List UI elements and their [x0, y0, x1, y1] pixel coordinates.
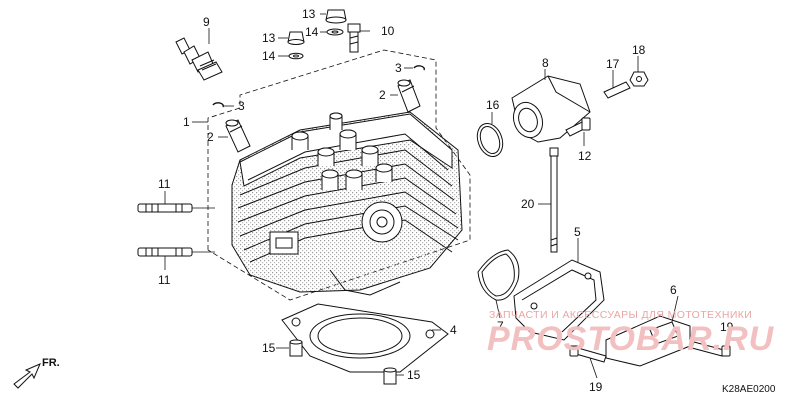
cap-nut-left: [287, 31, 305, 45]
callout-8: 8: [542, 56, 549, 70]
front-direction-indicator: FR.: [13, 357, 60, 389]
watermark-logo: PROSTOBAR.RU: [487, 320, 775, 358]
callout-13-left: 13: [262, 31, 276, 45]
callout-20: 20: [521, 197, 535, 211]
bolt-12: [565, 117, 591, 137]
callout-11-lower: 11: [158, 273, 171, 287]
valve-guide-upper: [397, 79, 421, 113]
side-cover: [513, 259, 605, 341]
clip-lower: [212, 102, 224, 108]
flange-bolt-10: [347, 23, 361, 53]
watermark-caption: ЗАПЧАСТИ И АКСЕССУАРЫ ДЛЯ МОТОТЕХНИКИ: [489, 309, 752, 321]
callout-11-upper: 11: [158, 177, 171, 191]
callout-6: 6: [670, 283, 677, 297]
callout-14-top: 14: [305, 25, 319, 39]
bolt-19-left: [569, 345, 607, 363]
stud-bolt-lower: [137, 247, 193, 257]
cylinder-head: [231, 111, 463, 296]
callout-1: 1: [183, 115, 190, 129]
dowel-pin-left: [289, 339, 303, 357]
callout-16: 16: [486, 98, 500, 112]
front-arrow-icon: [13, 363, 41, 389]
spark-plug: [175, 37, 223, 81]
washer-top: [326, 28, 344, 36]
callout-10: 10: [381, 24, 395, 38]
callout-14-left: 14: [262, 49, 276, 63]
bolt-17: [603, 81, 631, 99]
callout-4: 4: [450, 323, 457, 337]
callout-18: 18: [632, 43, 646, 57]
valve-guide-lower: [225, 119, 251, 153]
head-gasket: [281, 303, 449, 373]
dowel-pin-right: [383, 367, 397, 385]
callout-9: 9: [203, 15, 210, 29]
long-bolt-20: [549, 147, 559, 253]
nut-18: [629, 71, 649, 87]
callouts: 9 13 10 13 14 14 3 2 3 1 2 8 17 18 16 12…: [158, 7, 734, 394]
diagram-code: K28AE0200: [722, 384, 776, 395]
callout-12: 12: [578, 149, 592, 163]
callout-15-left: 15: [262, 341, 276, 355]
callout-19-right: 19: [720, 320, 734, 334]
o-ring: [476, 123, 504, 157]
callout-15-right: 15: [407, 368, 421, 382]
bracket: [605, 315, 691, 367]
callout-2-upper: 2: [379, 88, 386, 102]
leader-lines: [164, 13, 729, 379]
callout-7: 7: [497, 319, 504, 333]
intake-insulator: [511, 75, 591, 143]
callout-3-lower: 3: [238, 99, 245, 113]
cap-nut-top: [325, 9, 347, 24]
stud-bolt-upper: [137, 203, 193, 213]
front-label: FR.: [42, 357, 60, 369]
watermark: ЗАПЧАСТИ И АКСЕССУАРЫ ДЛЯ МОТОТЕХНИКИ PR…: [487, 309, 775, 358]
washer-left: [288, 52, 304, 60]
clip-upper: [413, 65, 425, 71]
tensioner-gasket: [477, 249, 520, 301]
callout-3-upper: 3: [395, 61, 402, 75]
callout-13-top: 13: [302, 7, 316, 21]
callout-5: 5: [574, 225, 581, 239]
callout-2-lower: 2: [207, 130, 214, 144]
callout-17: 17: [606, 57, 620, 71]
callout-19-left: 19: [589, 380, 603, 394]
